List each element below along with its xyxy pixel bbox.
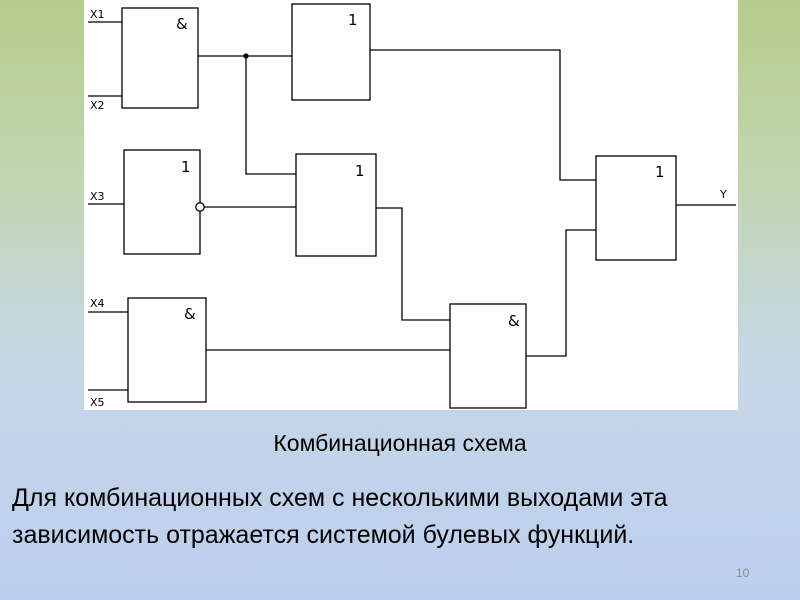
gate-not-x3	[123, 149, 201, 255]
gate-or-middle-symbol: 1	[355, 162, 365, 180]
wire-and-right-out	[526, 229, 596, 357]
input-label-x1: X1	[90, 8, 105, 21]
gate-or-middle	[295, 153, 377, 257]
gate-and-right	[449, 303, 527, 409]
input-label-x3: X3	[90, 190, 105, 203]
gate-or-top	[291, 3, 371, 101]
gate-not-symbol: 1	[181, 158, 191, 176]
input-label-x4: X4	[90, 297, 105, 310]
gate-and-top-symbol: &	[176, 15, 188, 33]
junction-dot	[243, 53, 249, 59]
gate-or-top-symbol: 1	[348, 11, 358, 29]
inverter-bubble	[195, 202, 205, 212]
gate-and-top	[121, 7, 199, 109]
circuit-svg: & 1 1 1 & & 1 X1 X2 X3 X4 X5 Y	[88, 3, 736, 409]
input-label-x5: X5	[90, 396, 105, 409]
wire-or-top-out	[370, 49, 596, 181]
gate-and-bottom-symbol: &	[184, 305, 196, 323]
body-text: Для комбинационных схем с несколькими вы…	[12, 484, 668, 549]
logic-circuit-diagram: & 1 1 1 & & 1 X1 X2 X3 X4 X5 Y	[84, 0, 738, 410]
gate-and-right-symbol: &	[508, 312, 520, 330]
gate-or-output-symbol: 1	[655, 163, 665, 181]
wire-or-middle-out	[376, 207, 450, 321]
diagram-caption: Комбинационная схема	[273, 430, 527, 456]
wire-branch-to-or-middle	[245, 56, 296, 175]
output-label-y: Y	[719, 188, 727, 201]
input-label-x2: X2	[90, 99, 105, 112]
gate-and-bottom	[127, 297, 207, 403]
page-number: 10	[736, 566, 750, 580]
gate-or-output	[595, 155, 677, 261]
